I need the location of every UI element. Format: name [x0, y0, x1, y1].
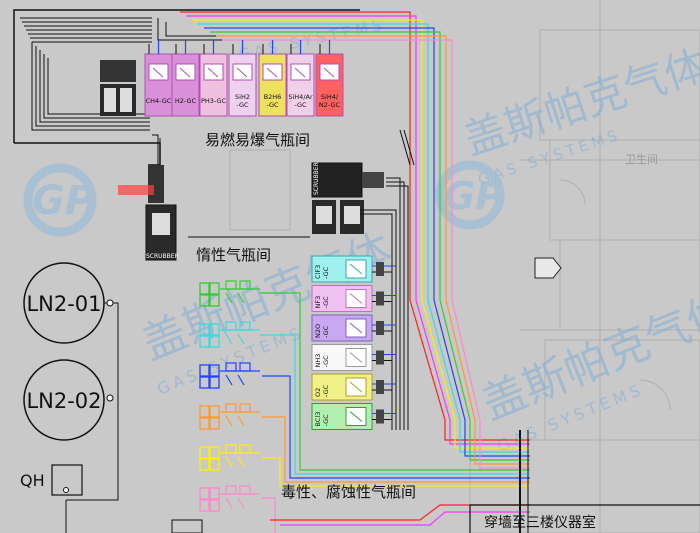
colored-pipe-bundle	[180, 11, 530, 469]
pipe-orange	[216, 35, 530, 465]
toxic-cabinet-column	[199, 280, 260, 512]
right-cabinet: NF3-GC	[311, 285, 396, 312]
toxic-cabinet	[199, 280, 260, 307]
top-cabinet-label: SiH4/N2-GC	[319, 93, 341, 109]
top-cabinet-label: PH3-GC	[201, 97, 227, 105]
pipe-cyan	[198, 23, 530, 453]
pipe-red	[180, 11, 530, 441]
right-cabinet-label: NF3-GC	[314, 296, 330, 309]
top-cabinet: CH4-GC	[144, 40, 173, 117]
top-cabinet: H2-GC	[171, 40, 200, 117]
toxic-cabinet	[199, 444, 260, 471]
qh-box: QH	[20, 464, 83, 496]
right-cabinet: BCl3-GC	[311, 403, 396, 430]
right-cabinet-column: ClF3-GC NF3-GC N2O-GC NH3-GC O2-GC BCl3-GC	[311, 255, 396, 430]
watermark-logo-text: GP	[444, 174, 503, 218]
inert-room-label: 惰性气瓶间	[196, 246, 271, 264]
top-cabinet: B2H6-GC	[258, 40, 287, 117]
top-cabinet-label: SiH4/Ar-GC	[288, 93, 313, 109]
left-scrubber: SCRUBBER	[118, 165, 179, 261]
top-cabinet: SiH4/N2-GC	[315, 40, 344, 117]
tank-pipes	[65, 299, 203, 533]
watermark-logo-left: GP	[23, 163, 97, 237]
restroom-label: 卫生间	[625, 152, 658, 166]
watermark-logo-text: GP	[32, 178, 94, 224]
ln2-tank-1-label: LN2-01	[26, 292, 101, 316]
right-feed-lines	[360, 129, 415, 430]
right-cabinet: N2O-GC	[311, 314, 396, 342]
top-cabinet-label: H2-GC	[175, 97, 197, 105]
exit-label: 穿墙至三楼仪器室	[484, 514, 596, 531]
right-cabinet: O2-GC	[311, 373, 396, 401]
top-cabinet-label: SiH2-GC	[235, 93, 250, 109]
left-scrubber-label: SCRUBBER	[146, 253, 179, 260]
top-cabinet: SiH2-GC	[228, 40, 257, 117]
ln2-tank-2: LN2-02	[23, 359, 105, 441]
flammable-room-label: 易燃易爆气瓶间	[205, 131, 310, 149]
top-cabinet: PH3-GC	[199, 40, 228, 117]
pipe-yellow	[192, 19, 530, 449]
toxic-cabinet	[199, 403, 260, 430]
right-cabinet-label: BCl3-GC	[314, 412, 330, 427]
top-cabinet-label: B2H6-GC	[264, 93, 282, 109]
regulator-block	[100, 60, 136, 116]
top-cabinet-label: CH4-GC	[146, 97, 172, 105]
toxic-cabinet	[199, 485, 260, 512]
right-cabinet-label: ClF3-GC	[314, 265, 330, 279]
right-cabinet: NH3-GC	[311, 344, 396, 371]
pipe-magenta	[186, 15, 530, 445]
toxic-cabinet	[199, 362, 260, 389]
right-scrubber: SCRUBBER	[311, 162, 384, 234]
ln2-tank-1: LN2-01	[23, 262, 105, 344]
ln2-tank-2-label: LN2-02	[26, 389, 101, 413]
right-cabinet: ClF3-GC	[311, 255, 396, 283]
toxic-cabinet	[199, 321, 260, 348]
pipe-pink	[222, 39, 530, 469]
top-cabinet: SiH4/Ar-GC	[286, 40, 315, 117]
right-cabinet-label: O2-GC	[314, 384, 330, 397]
wall-crossing	[469, 430, 700, 533]
right-cabinet-label: NH3-GC	[314, 354, 330, 368]
right-cabinet-label: N2O-GC	[314, 324, 330, 338]
toxic-cabinet-pipes	[260, 292, 530, 533]
qh-label: QH	[20, 471, 45, 490]
pipe-blue	[204, 27, 530, 457]
toxic-room-label: 毒性、腐蚀性气瓶间	[281, 483, 416, 501]
right-scrubber-label: SCRUBBER	[313, 162, 320, 195]
